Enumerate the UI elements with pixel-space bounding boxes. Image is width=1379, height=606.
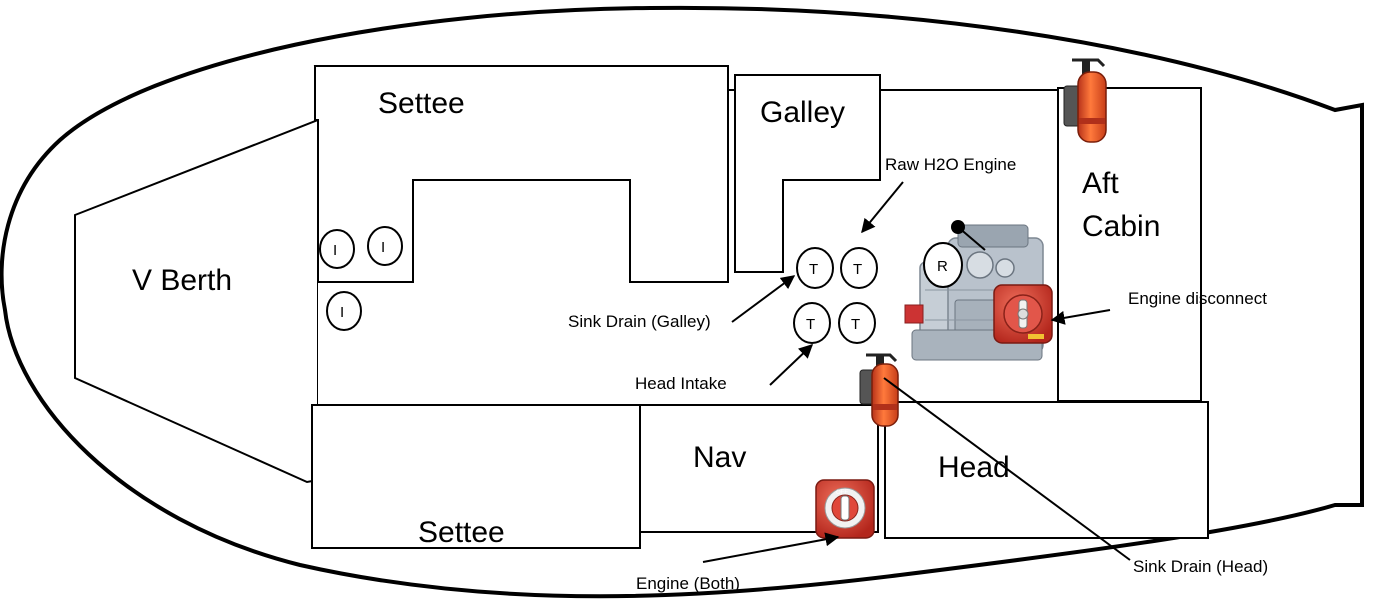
v-berth-label: V Berth xyxy=(132,264,232,297)
svg-text:I: I xyxy=(333,242,337,259)
aft-cabin xyxy=(1057,87,1202,402)
sink-drain-galley-arrow xyxy=(731,275,796,323)
svg-text:I: I xyxy=(381,239,385,256)
svg-text:T: T xyxy=(851,316,860,333)
svg-text:I: I xyxy=(340,304,344,321)
svg-text:T: T xyxy=(809,261,818,278)
galley-label: Galley xyxy=(760,96,845,129)
fire-extinguisher-icon xyxy=(1063,58,1107,143)
aft-cabin-label-line1: Aft xyxy=(1082,167,1119,200)
svg-text:T: T xyxy=(853,261,862,278)
battery-switch-icon xyxy=(993,284,1053,344)
settee-top xyxy=(314,65,729,283)
fire-extinguisher-icon xyxy=(859,353,899,427)
sink-drain-galley-label: Sink Drain (Galley) xyxy=(568,312,711,331)
settee-bottom xyxy=(311,404,641,549)
head-intake-arrow xyxy=(769,344,814,386)
aft-cabin-label-line2: Cabin xyxy=(1082,210,1160,243)
engine-both-arrow xyxy=(702,532,840,563)
leader-line xyxy=(957,226,986,251)
through-hull-valve: T xyxy=(796,247,834,289)
head-label: Head xyxy=(938,451,1010,484)
svg-text:R: R xyxy=(937,258,948,275)
through-hull-valve: T xyxy=(838,302,876,344)
settee-top-label: Settee xyxy=(378,87,465,120)
sink-drain-head-line xyxy=(883,377,1131,561)
engine-both-label: Engine (Both) xyxy=(636,574,740,593)
svg-text:T: T xyxy=(806,316,815,333)
nav-label: Nav xyxy=(693,441,746,474)
galley xyxy=(734,74,881,273)
settee-bottom-label: Settee xyxy=(418,516,505,549)
engine-disconnect-arrow xyxy=(1050,309,1111,325)
raw-water-valve: R xyxy=(923,242,963,288)
head-intake-label: Head Intake xyxy=(635,374,727,393)
through-hull-valve: T xyxy=(840,247,878,289)
head xyxy=(884,401,1209,539)
svg-text:OFF: OFF xyxy=(836,490,848,496)
raw-h2o-engine-label: Raw H2O Engine xyxy=(885,155,1016,174)
battery-switch-icon: OFF xyxy=(815,479,875,539)
through-hull-valve: T xyxy=(793,302,831,344)
engine-disconnect-label: Engine disconnect xyxy=(1128,289,1267,308)
intake-valve: I xyxy=(319,229,355,269)
sink-drain-head-label: Sink Drain (Head) xyxy=(1133,557,1268,576)
raw-h2o-arrow xyxy=(861,181,904,234)
intake-valve: I xyxy=(326,291,362,331)
intake-valve: I xyxy=(367,226,403,266)
